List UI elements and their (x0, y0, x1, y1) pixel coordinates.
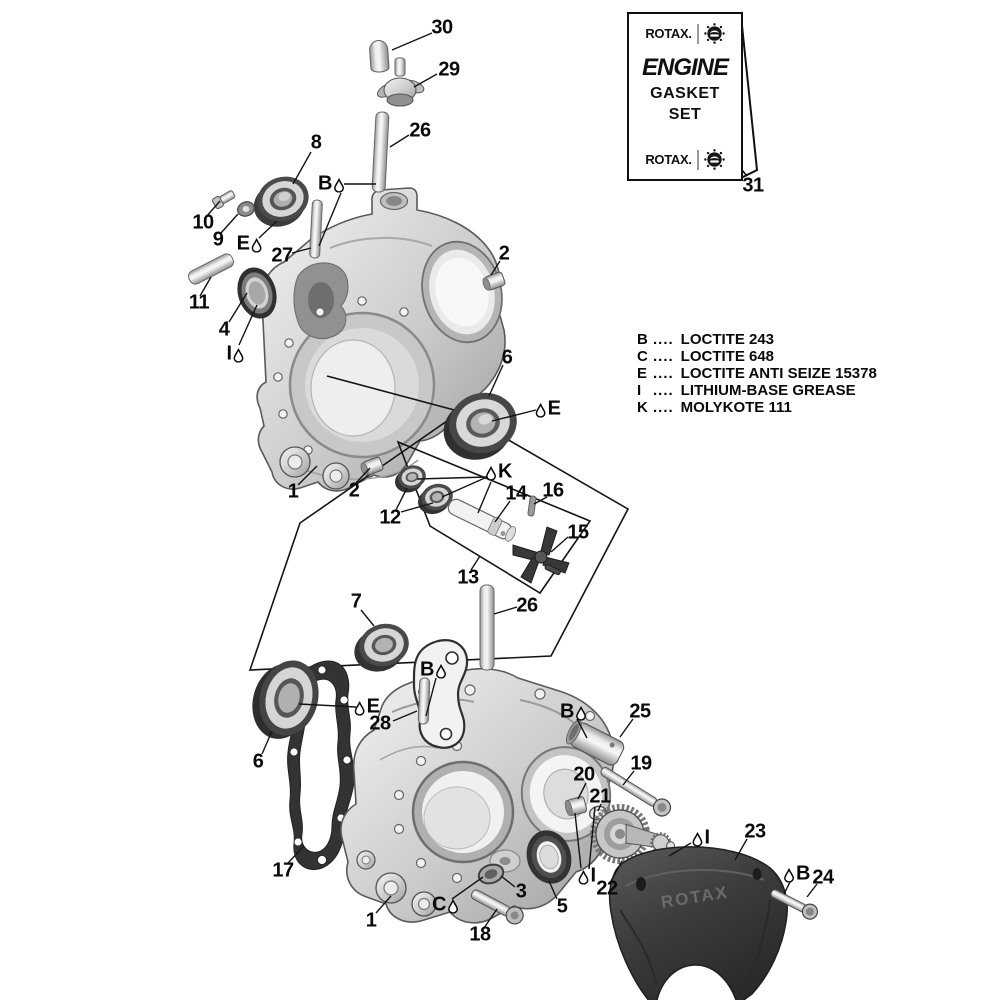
legend-row: K .... MOLYKOTE 111 (637, 399, 877, 416)
brand-divider (696, 23, 699, 44)
legend-dots: .... (653, 382, 674, 399)
legend-key: I (637, 382, 642, 399)
legend-row: B .... LOCTITE 243 (637, 331, 877, 348)
pin-16 (527, 495, 537, 517)
rotax-brand-text: ROTAX. (645, 26, 692, 41)
pump-shaft-14 (447, 498, 516, 542)
gasket-set-title: ENGINE (641, 54, 729, 81)
brp-logo-icon (703, 23, 725, 44)
bolt-18 (470, 889, 524, 925)
leader-lines (199, 32, 818, 929)
legend-key: C (637, 348, 648, 365)
legend-text: MOLYKOTE 111 (680, 399, 792, 416)
brand-divider (696, 149, 699, 170)
legend-key: K (637, 399, 648, 416)
legend-row: I .... LITHIUM-BASE GREASE (637, 382, 877, 399)
legend-text: LOCTITE 648 (680, 348, 775, 365)
bushing-2-top (482, 271, 506, 291)
seal-5 (526, 830, 572, 884)
ring-3 (477, 863, 505, 885)
magneto-cover-23: ROTAX (608, 846, 788, 1000)
legend-text: LOCTITE ANTI SEIZE 15378 (680, 365, 877, 382)
gasket-box-fold (740, 15, 759, 180)
engine-gasket-set-box: ROTAX. ENGINE GASKET SET ROTAX. (627, 12, 743, 181)
legend-dots: .... (653, 365, 674, 382)
legend-row: E .... LOCTITE ANTI SEIZE 15378 (637, 365, 877, 382)
bearing-8 (253, 176, 309, 227)
stud-27 (309, 199, 323, 259)
legend-dots: .... (653, 399, 674, 416)
legend-row: C .... LOCTITE 648 (637, 348, 877, 365)
bolt-24 (770, 889, 819, 920)
stud-28 (417, 677, 431, 725)
legend-dots: .... (653, 331, 674, 348)
starter-clutch-gear-22 (590, 804, 676, 864)
bearing-6-upper (443, 392, 517, 460)
bolt-19 (600, 767, 672, 817)
bearing-7 (354, 623, 409, 672)
stud-26-lower (479, 584, 495, 671)
brp-logo-icon (703, 149, 725, 170)
washer-9-hole (242, 206, 250, 212)
impeller-15 (512, 526, 570, 584)
plug-cap-30 (369, 39, 390, 73)
bearing-12a (394, 465, 426, 493)
legend-text: LITHIUM-BASE GREASE (680, 382, 856, 399)
sleeve-25 (565, 719, 625, 766)
pin-11 (188, 253, 234, 285)
stud-26-top (371, 111, 390, 193)
bushing-20 (564, 796, 588, 817)
valve-29 (376, 57, 425, 107)
legend-text: LOCTITE 243 (680, 331, 775, 348)
legend-dots: .... (653, 348, 674, 365)
gasket-set-subtitle-2: SET (668, 106, 702, 123)
gasket-set-subtitle-1: GASKET (650, 85, 720, 102)
legend-key: B (637, 331, 648, 348)
legend: B .... LOCTITE 243 C .... LOCTITE 648 E … (637, 331, 877, 416)
legend-key: E (637, 365, 648, 382)
rotax-brand-text: ROTAX. (645, 152, 692, 167)
seal-4 (237, 267, 277, 319)
lower-crankcase-half (340, 667, 615, 924)
bearing-6-lower (252, 660, 319, 739)
